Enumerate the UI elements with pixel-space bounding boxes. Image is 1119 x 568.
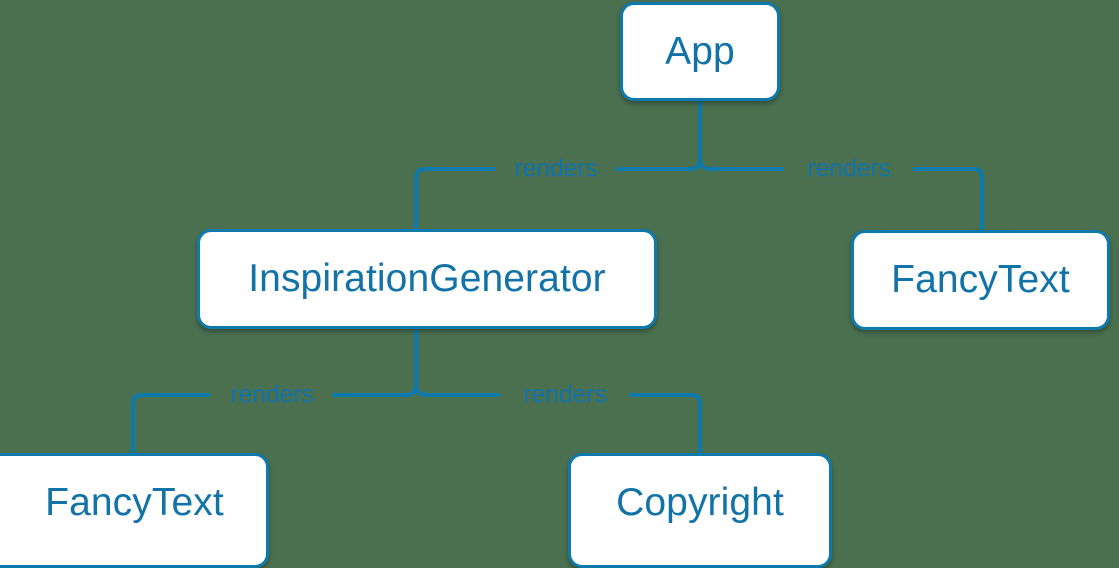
node-app-label: App: [665, 29, 735, 73]
node-inspiration-generator[interactable]: InspirationGenerator: [197, 229, 657, 329]
edge-label-app-to-fancytext: renders: [807, 154, 891, 183]
edge-label-inspiration-to-copyright: renders: [523, 380, 607, 409]
edge-label-inspiration-to-fancytext: renders: [230, 380, 314, 409]
node-fancytext-right-label: FancyText: [891, 258, 1070, 301]
node-inspiration-generator-label: InspirationGenerator: [248, 257, 606, 300]
node-fancytext-bottom-label: FancyText: [45, 480, 224, 524]
edge-label-app-to-inspiration: renders: [514, 154, 598, 183]
edge-app-to-fancytext: [698, 159, 984, 230]
node-fancytext-bottom[interactable]: FancyText: [0, 453, 269, 568]
node-copyright-label: Copyright: [616, 480, 784, 524]
edge-inspiration-to-copyright: [414, 385, 702, 453]
node-copyright[interactable]: Copyright: [568, 453, 832, 568]
node-fancytext-right[interactable]: FancyText: [851, 230, 1110, 330]
node-app[interactable]: App: [620, 2, 780, 101]
